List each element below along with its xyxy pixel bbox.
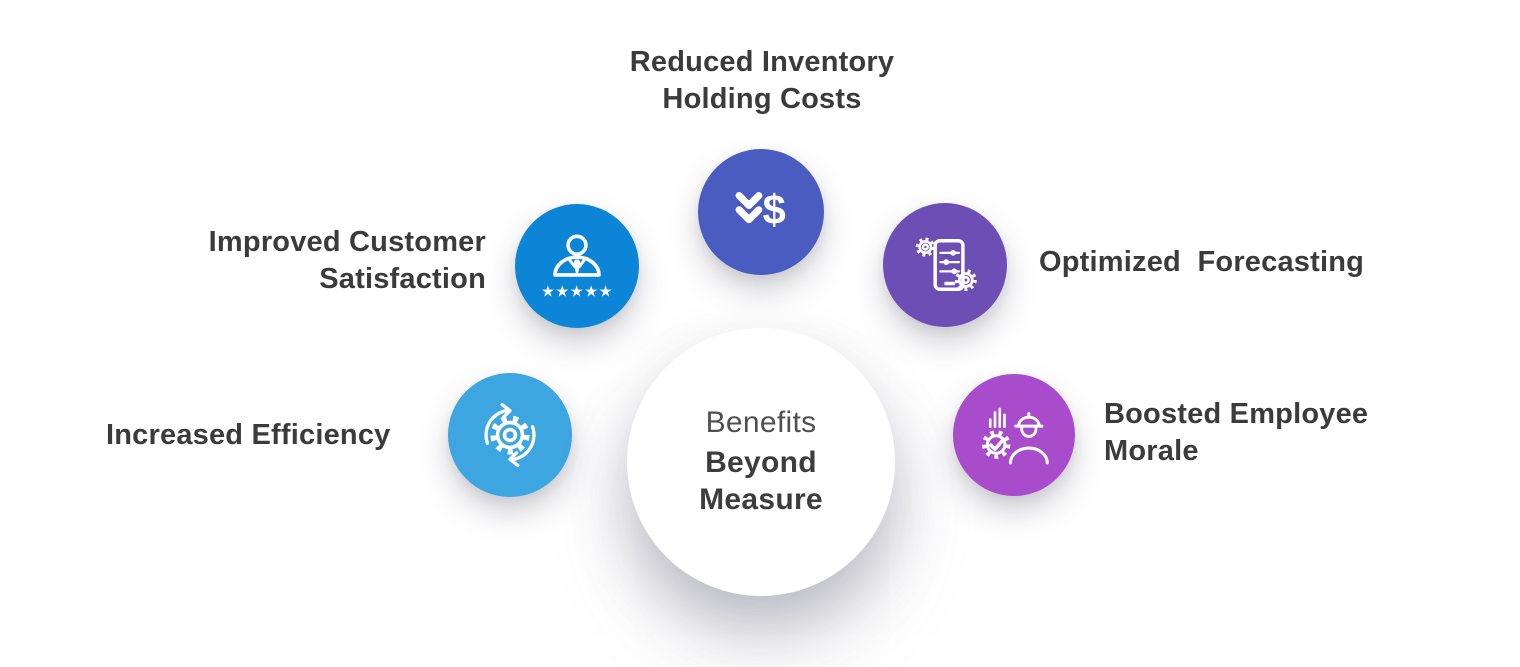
circle-increased-efficiency — [448, 373, 572, 497]
label-reduced-inventory-holding-costs: Reduced Inventory Holding Costs — [629, 46, 895, 115]
center-benefits-circle: Benefits Beyond Measure — [627, 328, 895, 596]
label-optimized-forecasting: Optimized Forecasting — [1039, 246, 1365, 278]
circle-boosted-employee-morale — [953, 374, 1075, 496]
forecasting-icon — [915, 237, 977, 292]
svg-text:$: $ — [763, 186, 786, 233]
center-title-line1: Benefits — [705, 405, 817, 439]
label-boosted-employee-morale: Boosted Employee Morale — [1104, 398, 1369, 467]
label-improved-customer-satisfaction: Improved Customer Satisfaction — [208, 226, 486, 295]
circle-optimized-forecasting — [883, 203, 1007, 327]
center-title-line2: Beyond Measure — [699, 445, 823, 517]
circle-improved-customer-satisfaction: ★★★★★ — [515, 204, 639, 328]
circle-reduced-inventory-holding-costs: $ — [698, 149, 824, 275]
employee-morale-icon — [981, 407, 1049, 465]
customer-satisfaction-icon: ★★★★★ — [541, 234, 613, 300]
cost-reduction-icon: $ — [735, 186, 786, 233]
efficiency-icon — [484, 403, 536, 467]
label-increased-efficiency: Increased Efficiency — [106, 419, 391, 451]
svg-text:★★★★★: ★★★★★ — [541, 282, 613, 300]
